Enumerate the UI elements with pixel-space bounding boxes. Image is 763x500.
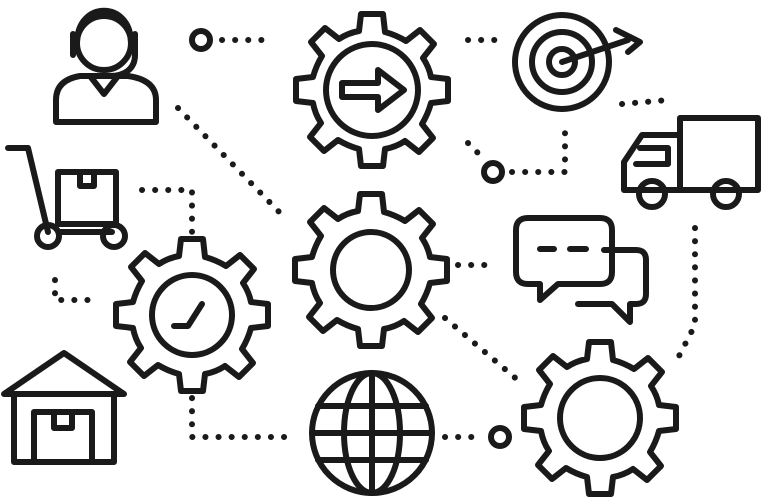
connector-lines <box>52 37 698 440</box>
delivery-truck-icon <box>621 115 761 210</box>
gear-clock-icon <box>116 239 268 391</box>
gear-bottom-right-icon <box>524 342 676 494</box>
user-headset-icon <box>53 7 159 125</box>
chat-bubbles-icon <box>513 215 649 325</box>
connector-node <box>481 160 505 184</box>
target-icon <box>512 12 643 112</box>
connector-node <box>189 28 213 52</box>
connector-node <box>488 425 512 449</box>
gear-center-icon <box>295 194 447 346</box>
gear-arrow-icon <box>296 14 448 166</box>
globe-icon <box>309 370 435 496</box>
hand-truck-box-icon <box>5 145 128 250</box>
warehouse-icon <box>1 350 127 465</box>
